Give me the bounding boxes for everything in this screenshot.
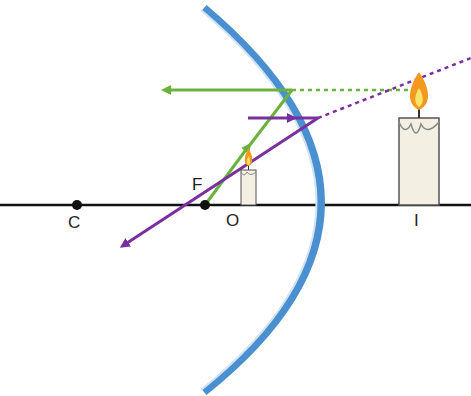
point-label: O xyxy=(226,212,239,229)
point-label: F xyxy=(192,176,202,193)
point-label: I xyxy=(414,212,419,229)
point-label: C xyxy=(68,214,80,231)
